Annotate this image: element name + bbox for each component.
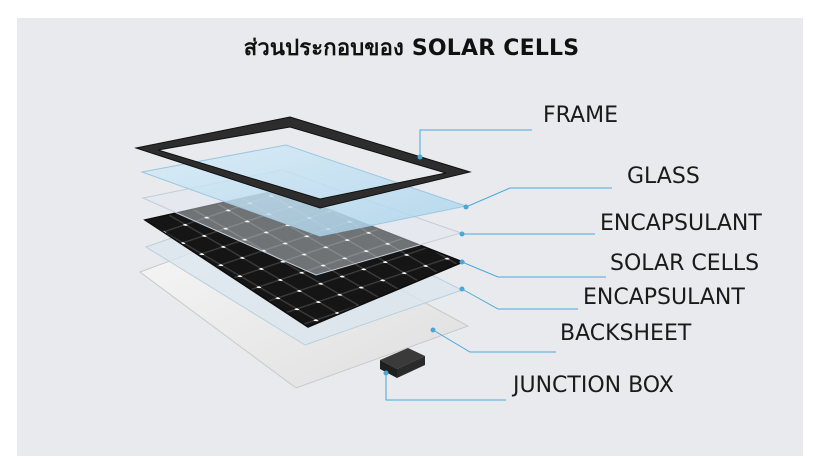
diagram-background [17,18,803,456]
anchor-dot-solar-cells [459,259,465,265]
leader-line-frame [419,129,532,157]
label-frame: FRAME [543,103,618,128]
label-solar-cells: SOLAR CELLS [610,251,760,276]
label-encapsulant-bottom: ENCAPSULANT [583,285,745,310]
diagram-title: ส่วนประกอบของ SOLAR CELLS [243,36,580,61]
label-backsheet: BACKSHEET [560,321,692,346]
junction-box-part [380,348,425,378]
leader-line-solar-cells [461,261,606,278]
label-glass: GLASS [627,164,700,189]
leader-line-backsheet [432,329,556,353]
anchor-dot-encapsulant-bottom [459,286,465,292]
leader-line-encapsulant-bottom [461,288,578,310]
anchor-dot-frame [417,154,423,160]
anchor-dot-glass [463,204,469,210]
anchor-dot-encapsulant-top [459,231,465,237]
frame-layer [134,116,472,209]
anchor-dot-backsheet [430,327,436,333]
label-encapsulant-top: ENCAPSULANT [600,211,762,236]
anchor-dot-junction-box [383,370,389,376]
leader-line-glass [465,187,612,208]
label-junction-box: JUNCTION BOX [513,373,674,398]
leader-line-junction-box [385,373,506,401]
